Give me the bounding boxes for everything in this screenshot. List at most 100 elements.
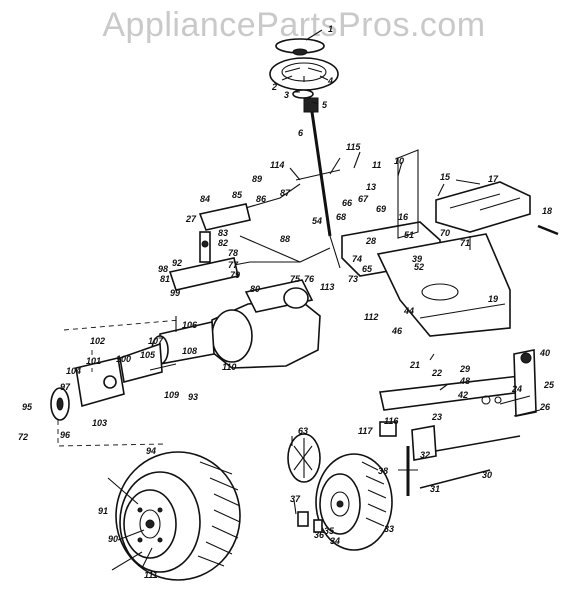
frame-bracket [341, 149, 531, 337]
callout-38: 38 [378, 466, 388, 476]
callout-2: 2 [271, 82, 277, 92]
callout-85: 85 [232, 190, 243, 200]
spindle [398, 446, 418, 496]
callout-21: 21 [409, 360, 420, 370]
callout-22: 22 [431, 368, 442, 378]
callout-63: 63 [298, 426, 308, 436]
callout-32: 32 [420, 450, 430, 460]
callout-24: 24 [511, 384, 522, 394]
callout-4: 4 [327, 76, 333, 86]
callout-44: 44 [403, 306, 414, 316]
callout-99: 99 [170, 288, 180, 298]
callout-109: 109 [164, 390, 179, 400]
callout-112: 112 [364, 312, 378, 322]
callout-46: 46 [391, 326, 403, 336]
callout-86: 86 [256, 194, 267, 204]
callout-88: 88 [280, 234, 290, 244]
callout-25: 25 [543, 380, 555, 390]
callout-1: 1 [328, 24, 333, 34]
callout-30: 30 [482, 470, 492, 480]
callout-16: 16 [398, 212, 409, 222]
callout-6: 6 [298, 128, 304, 138]
callout-75: 75 [290, 274, 301, 284]
watermark: AppliancePartsPros.com [102, 6, 486, 44]
callout-83: 83 [218, 228, 228, 238]
callout-102: 102 [90, 336, 105, 346]
steering-wheel [269, 38, 339, 99]
callout-82: 82 [218, 238, 228, 248]
callout-73: 73 [348, 274, 358, 284]
callout-37: 37 [290, 494, 301, 504]
callout-94: 94 [146, 446, 156, 456]
callout-67: 67 [358, 194, 369, 204]
dashed-guides [57, 319, 181, 447]
callout-77: 77 [228, 260, 239, 270]
callout-13: 13 [366, 182, 376, 192]
callout-10: 10 [394, 156, 404, 166]
steering-spring [303, 97, 319, 113]
callout-101: 101 [86, 356, 101, 366]
callout-117: 117 [358, 426, 373, 436]
callout-70: 70 [440, 228, 450, 238]
callout-110: 110 [222, 362, 236, 372]
callout-90: 90 [108, 534, 118, 544]
hubcap [287, 433, 321, 483]
callout-105: 105 [140, 350, 156, 360]
axle-bracket [50, 357, 125, 421]
callout-5: 5 [322, 100, 328, 110]
callout-40: 40 [539, 348, 550, 358]
control-rods [185, 169, 559, 275]
callout-113: 113 [320, 282, 334, 292]
callout-42: 42 [457, 390, 468, 400]
callout-111: 111 [144, 570, 158, 580]
callout-76: 76 [304, 274, 315, 284]
callout-69: 69 [376, 204, 386, 214]
callout-26: 26 [539, 402, 551, 412]
callout-34: 34 [330, 536, 340, 546]
callout-96: 96 [60, 430, 71, 440]
rear-tire [115, 451, 241, 581]
callout-114: 114 [270, 160, 284, 170]
callout-27: 27 [185, 214, 197, 224]
tie-rod [379, 421, 521, 489]
callout-74: 74 [352, 254, 362, 264]
callout-17: 17 [488, 174, 499, 184]
callout-29: 29 [459, 364, 470, 374]
shift-lever-assembly [168, 203, 251, 291]
callout-51: 51 [404, 230, 414, 240]
callout-95: 95 [22, 402, 33, 412]
callout-54: 54 [312, 216, 322, 226]
callout-80: 80 [250, 284, 260, 294]
callout-31: 31 [430, 484, 440, 494]
callout-91: 91 [98, 506, 108, 516]
callout-19: 19 [488, 294, 498, 304]
callout-87: 87 [280, 188, 291, 198]
callout-labels: 1 2 3 4 5 6 10 11 13 15 16 17 18 19 21 2… [18, 24, 555, 580]
callout-79: 79 [230, 270, 240, 280]
front-axle [379, 349, 541, 417]
callout-3: 3 [284, 90, 289, 100]
callout-78: 78 [228, 248, 238, 258]
front-tire [297, 453, 393, 551]
callout-100: 100 [116, 354, 131, 364]
steering-shaft [310, 111, 341, 269]
callout-39: 39 [412, 254, 422, 264]
callout-92: 92 [172, 258, 182, 268]
callout-104: 104 [66, 366, 81, 376]
callout-18: 18 [542, 206, 552, 216]
callout-97: 97 [60, 382, 71, 392]
callout-36: 36 [314, 530, 325, 540]
callout-89: 89 [252, 174, 262, 184]
transaxle [119, 279, 321, 383]
callout-68: 68 [336, 212, 346, 222]
callout-33: 33 [384, 524, 394, 534]
callout-52: 52 [414, 262, 424, 272]
callout-48: 48 [459, 376, 470, 386]
callout-11: 11 [372, 160, 381, 170]
callout-116: 116 [384, 416, 399, 426]
callout-98: 98 [158, 264, 168, 274]
callout-108: 108 [182, 346, 197, 356]
callout-72: 72 [18, 432, 28, 442]
